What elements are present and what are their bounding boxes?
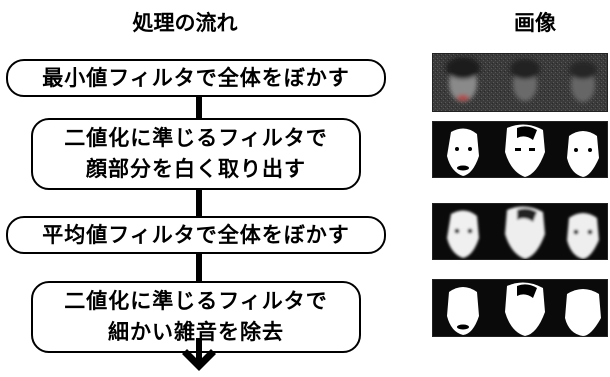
thumbnail-min-filter [432, 53, 608, 112]
down-arrow-icon [182, 338, 216, 371]
flow-connector [196, 97, 202, 118]
step-text-line: 二値化に準じるフィルタで [64, 289, 328, 313]
step-text-line: 顔部分を白く取り出す [86, 157, 306, 181]
flow-connector [196, 254, 202, 281]
step-text-line: 二値化に準じるフィルタで [64, 126, 328, 150]
thumbnail-binarized-face [432, 121, 608, 178]
image-heading: 画像 [514, 11, 556, 35]
process-flow-heading: 処理の流れ [132, 11, 238, 35]
thumbnail-mean-filter [432, 203, 608, 260]
thumbnail-denoised [432, 279, 608, 337]
step-text-line: 細かい雑音を除去 [108, 320, 284, 344]
step-binarize-face: 二値化に準じるフィルタで 顔部分を白く取り出す [31, 118, 361, 190]
step-text-line: 最小値フィルタで全体をぼかす [42, 65, 350, 90]
flow-connector [196, 190, 202, 216]
step-text-line: 平均値フィルタで全体をぼかす [42, 222, 350, 247]
step-min-filter: 最小値フィルタで全体をぼかす [6, 59, 386, 97]
step-mean-filter: 平均値フィルタで全体をぼかす [6, 216, 386, 254]
